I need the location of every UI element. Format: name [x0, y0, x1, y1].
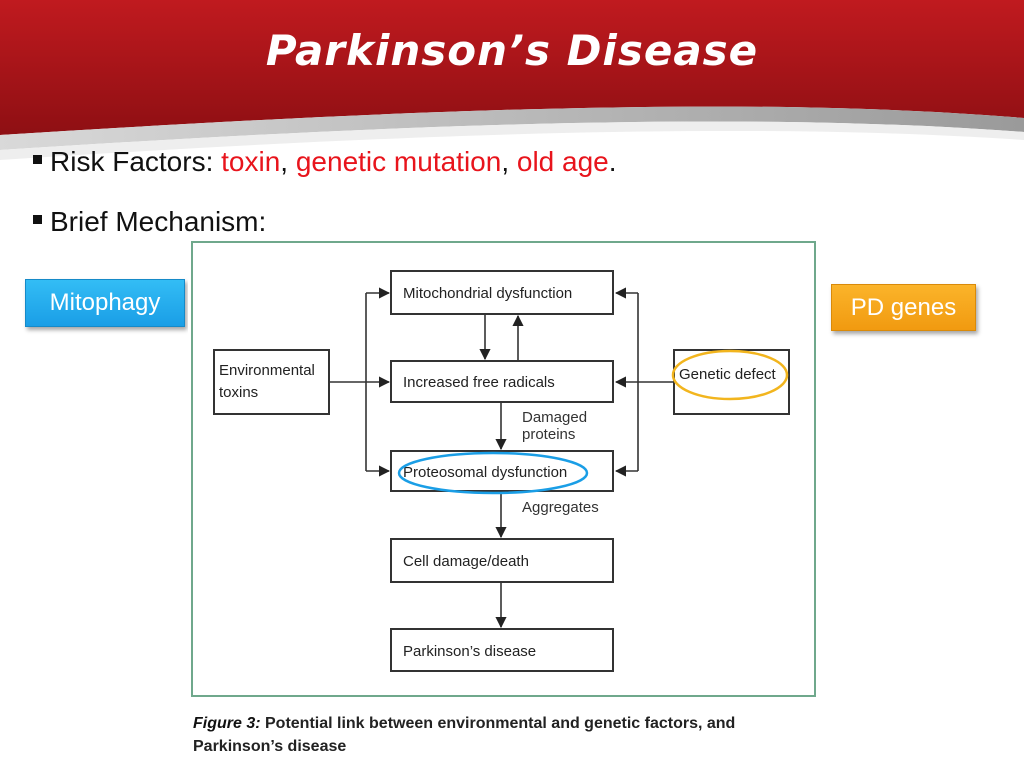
- slide-title: Parkinson’s Disease: [265, 26, 759, 75]
- node-increased-free-radicals: Increased free radicals: [390, 360, 614, 403]
- risk-item-genetic-mutation: genetic mutation: [295, 146, 502, 177]
- risk-item-old-age: old age: [516, 146, 609, 177]
- callout-pd-genes: PD genes: [831, 284, 976, 331]
- highlight-ellipse-genetic: [671, 349, 789, 401]
- caption-figure-label: Figure 3:: [193, 715, 261, 732]
- bullet-brief-mechanism: Brief Mechanism:: [33, 206, 266, 238]
- brief-mechanism-label: Brief Mechanism:: [50, 206, 267, 237]
- risk-end: .: [608, 146, 617, 177]
- flow-arrows: [330, 287, 789, 629]
- bullet-square-icon: [33, 215, 42, 225]
- header-banner: [0, 0, 1024, 160]
- bullet-risk-factors: Risk Factors: toxin, genetic mutation, o…: [33, 146, 617, 178]
- node-parkinsons-disease: Parkinson’s disease: [390, 628, 614, 672]
- node-cell-damage-death: Cell damage/death: [390, 538, 614, 583]
- caption-text: Potential link between environmental and…: [193, 715, 736, 755]
- figure-caption: Figure 3: Potential link between environ…: [193, 712, 813, 758]
- risk-separator: ,: [280, 146, 296, 177]
- node-proteosomal-dysfunction: Proteosomal dysfunction: [390, 450, 614, 492]
- node-mitochondrial-dysfunction: Mitochondrial dysfunction: [390, 270, 614, 315]
- edge-label-aggregates: Aggregates: [522, 499, 599, 516]
- risk-factors-label: Risk Factors:: [50, 146, 222, 177]
- bullet-square-icon: [33, 155, 42, 165]
- node-genetic-defect: Genetic defect: [673, 349, 790, 415]
- risk-separator: ,: [501, 146, 517, 177]
- highlight-ellipse-proteosomal: [397, 451, 589, 495]
- figure-frame: [191, 241, 816, 697]
- callout-mitophagy: Mitophagy: [25, 279, 185, 327]
- risk-item-toxin: toxin: [221, 146, 281, 177]
